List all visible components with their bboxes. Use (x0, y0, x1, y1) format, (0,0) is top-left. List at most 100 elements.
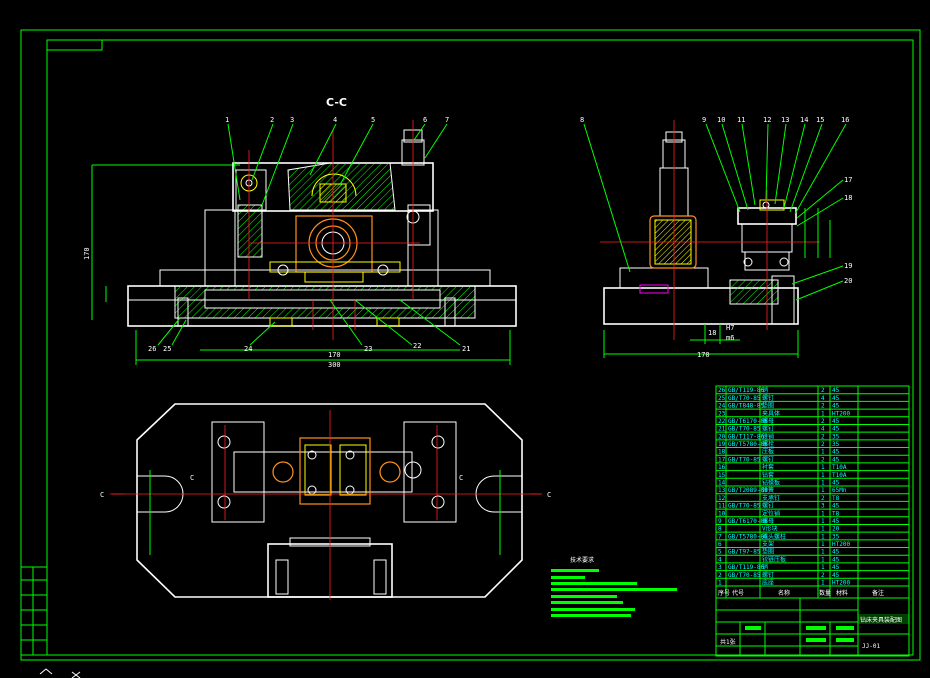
bom-cell-mat: HT200 (832, 580, 850, 587)
bom-cell-no: 7 (718, 533, 722, 540)
tech-requirements: 技术要求 (551, 556, 677, 617)
bom-cell-mat: 20 (832, 526, 840, 533)
bom-cell-mat: 35 (832, 533, 840, 540)
bom-cell-name: 螺钉 (762, 394, 774, 402)
bom-cell-name: 衬套 (762, 463, 774, 471)
section-mark-right: C (547, 491, 551, 499)
bom-cell-name: 垫圈 (762, 548, 774, 556)
bom-cell-qty: 1 (821, 480, 825, 487)
bom-header: 序号 代号 名称 数量 材料 备注 (715, 585, 910, 599)
tech-requirements-title: 技术要求 (570, 556, 594, 564)
bom-cell-no: 8 (718, 526, 722, 533)
bom-cell-mat: 45 (832, 456, 840, 463)
bom-cell-qty: 2 (821, 495, 825, 502)
balloon-17: 17 (844, 176, 852, 184)
balloon-11: 11 (737, 116, 745, 124)
bom-cell-mat: 45 (832, 387, 840, 394)
bom-cell-mat: HT200 (832, 410, 850, 417)
bom-cell-qty: 1 (821, 533, 825, 540)
plan-view (110, 403, 542, 600)
bom-header-qty: 数量 (819, 589, 831, 597)
balloon-22: 22 (413, 342, 421, 350)
bom-cell-qty: 1 (821, 580, 825, 587)
bom-cell-no: 11 (718, 503, 726, 510)
bom-cell-mat: T8 (832, 510, 840, 517)
front-dim-overall: 300 (328, 361, 341, 369)
title-block-drawing-no: JJ-01 (862, 643, 880, 650)
bom-cell-no: 6 (718, 541, 722, 548)
bom-cell-mat: 45 (832, 549, 840, 556)
bom-cell-no: 5 (718, 549, 722, 556)
bom-cell-no: 20 (718, 433, 726, 440)
balloon-8: 8 (580, 116, 584, 124)
section-mark-inner-left: C (190, 474, 194, 482)
bom-cell-name: 螺钉 (762, 502, 774, 510)
bom-cell-no: 21 (718, 426, 726, 433)
bom-cell-no: 22 (718, 418, 726, 425)
balloon-19: 19 (844, 262, 852, 270)
bom-cell-qty: 2 (821, 441, 825, 448)
bom-cell-code: GB/T6170-86 (728, 418, 768, 425)
bom-cell-name: V形块 (762, 525, 778, 533)
bom-header-name: 名称 (778, 589, 790, 597)
title-block-sheet: 共1张 (720, 638, 736, 646)
bom-cell-qty: 2 (821, 456, 825, 463)
side-dim-18: 18 (708, 329, 716, 337)
bom-cell-mat: 45 (832, 503, 840, 510)
bom-cell-mat: 45 (832, 564, 840, 571)
side-dim-width: 170 (697, 351, 710, 359)
balloon-21: 21 (462, 345, 470, 353)
bom-cell-qty: 1 (821, 564, 825, 571)
balloon-20: 20 (844, 277, 852, 285)
balloon-14: 14 (800, 116, 808, 124)
bom-cell-name: 夹具体 (762, 409, 780, 417)
balloon-25: 25 (163, 345, 171, 353)
bom-cell-name: 底座 (762, 579, 774, 587)
bom-cell-name: 支架 (762, 540, 774, 548)
revision-strip (20, 566, 48, 656)
bom-cell-mat: 45 (832, 556, 840, 563)
bom-cell-qty: 3 (821, 503, 825, 510)
balloon-9: 9 (702, 116, 706, 124)
section-mark-left: C (100, 491, 104, 499)
bom-cell-mat: 45 (832, 572, 840, 579)
bom-cell-qty: 2 (821, 387, 825, 394)
bom-header-mat: 材料 (836, 589, 848, 597)
bom-cell-qty: 1 (821, 464, 825, 471)
bom-cell-mat: 45 (832, 418, 840, 425)
bom-cell-code: GB/T70-85 (728, 426, 761, 433)
front-view: 170 170 300 (83, 120, 517, 369)
drawing-frame (20, 29, 921, 661)
bom-cell-no: 26 (718, 387, 726, 394)
section-label: C-C (326, 96, 347, 109)
bom-cell-qty: 1 (821, 449, 825, 456)
balloon-1: 1 (225, 116, 229, 124)
bom-cell-mat: T10A (832, 472, 847, 479)
bom-cell-mat: T10A (832, 464, 847, 471)
bom-cell-name: 锥销 (762, 432, 774, 440)
balloon-12: 12 (763, 116, 771, 124)
side-part-numbers: 8 9 10 11 12 13 14 15 16 17 18 19 20 (580, 116, 852, 285)
balloon-15: 15 (816, 116, 824, 124)
bom-cell-no: 1 (718, 580, 722, 587)
bom-cell-name: 螺钉 (762, 571, 774, 579)
balloon-7: 7 (445, 116, 449, 124)
bom-cell-no: 3 (718, 564, 722, 571)
bom-cell-name: 垫圈 (762, 402, 774, 410)
bom-cell-name: 钻模板 (762, 479, 780, 487)
bom-cell-name: 压板 (762, 448, 774, 456)
bom-cell-no: 14 (718, 480, 726, 487)
balloon-2: 2 (270, 116, 274, 124)
bom-header-note: 备注 (872, 589, 884, 597)
bom-cell-name: 螺母 (762, 517, 774, 525)
balloon-5: 5 (371, 116, 375, 124)
bom-cell-mat: 45 (832, 426, 840, 433)
title-block-name: 钻床夹具装配图 (860, 616, 902, 624)
title-block: 钻床夹具装配图 JJ-01 共1张 (715, 597, 910, 657)
balloon-26: 26 (148, 345, 156, 353)
bom-cell-qty: 1 (821, 549, 825, 556)
bom-cell-qty: 2 (821, 572, 825, 579)
bom-cell-code: GB/T119-86 (728, 564, 765, 571)
front-part-numbers: 1 2 3 4 5 6 7 26 25 24 23 22 21 (148, 116, 470, 353)
